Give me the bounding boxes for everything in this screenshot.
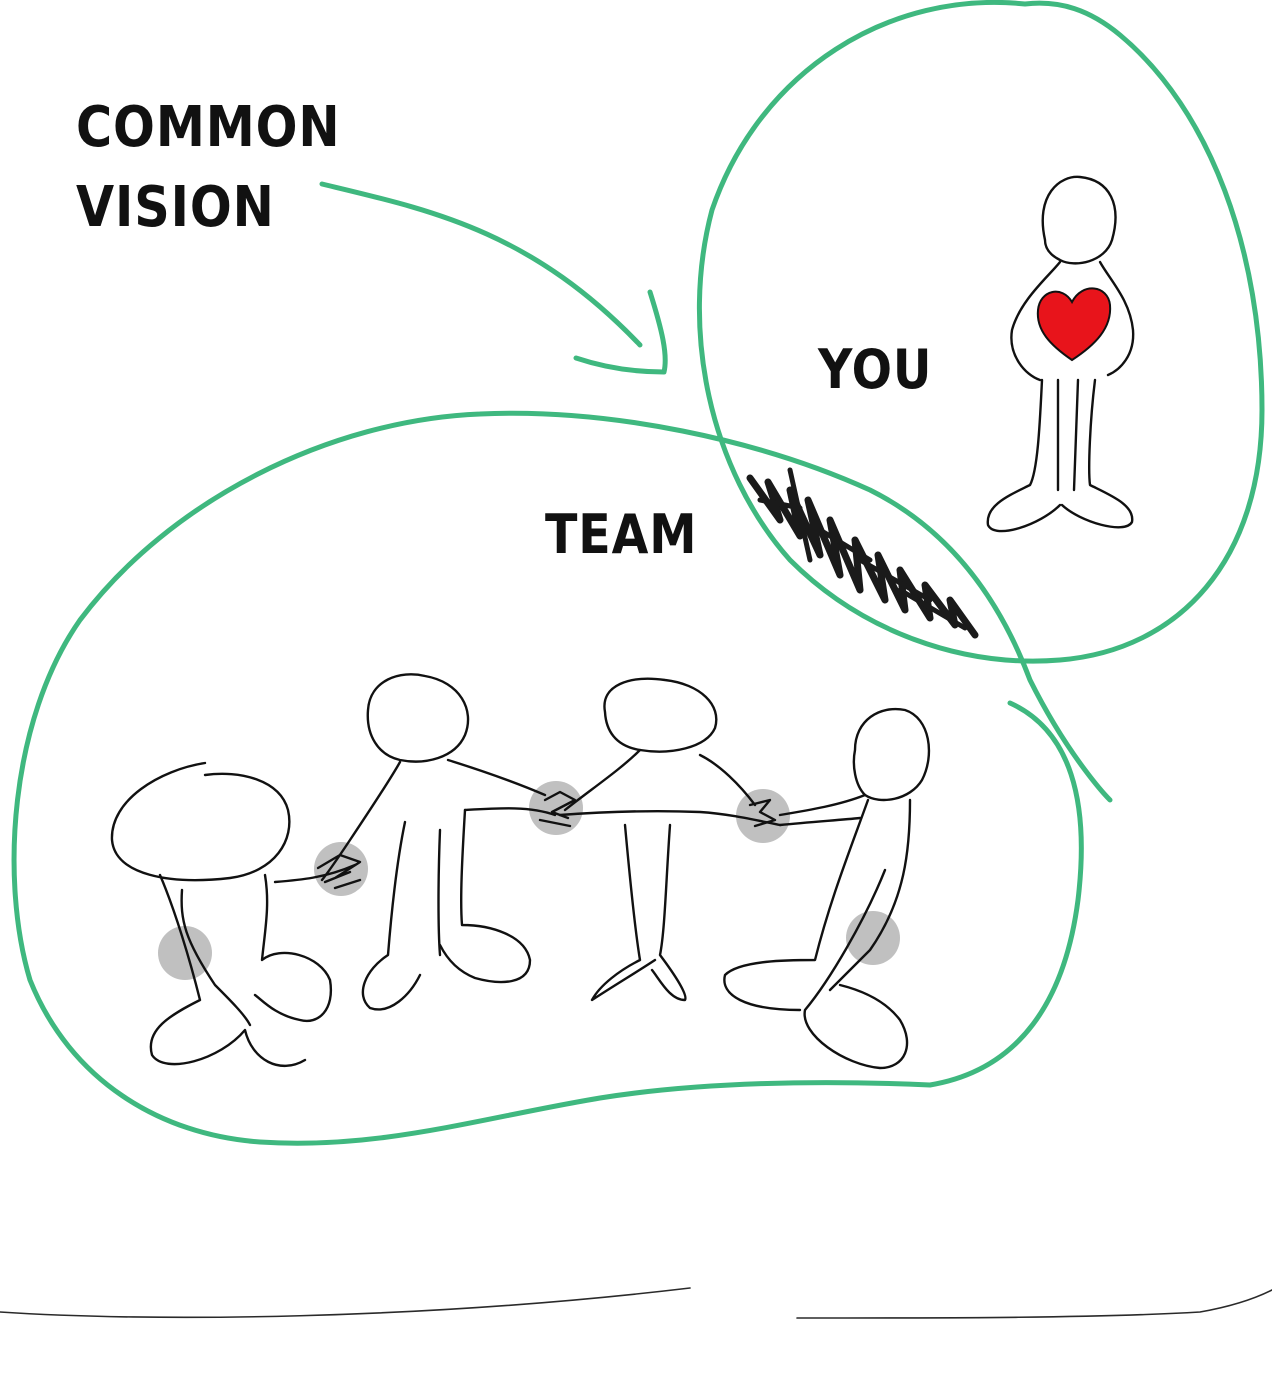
floor-line-right bbox=[796, 1289, 1272, 1319]
floor-line-left bbox=[0, 1287, 691, 1319]
common-vision-line2: VISION bbox=[76, 175, 275, 240]
person-you bbox=[986, 175, 1135, 533]
team-label: TEAM bbox=[545, 503, 698, 566]
common-vision-label: COMMON VISION bbox=[76, 88, 341, 248]
you-label: YOU bbox=[818, 338, 933, 401]
overlap-scribble bbox=[746, 467, 979, 639]
team-blob bbox=[11, 410, 1113, 1146]
team-figures bbox=[110, 673, 931, 1070]
hand-highlights bbox=[158, 781, 900, 980]
vision-arrowhead bbox=[573, 289, 668, 375]
heart-icon bbox=[1036, 287, 1112, 362]
vision-arrow bbox=[319, 181, 643, 348]
common-vision-line1: COMMON bbox=[76, 95, 341, 160]
you-circle bbox=[696, 0, 1265, 664]
